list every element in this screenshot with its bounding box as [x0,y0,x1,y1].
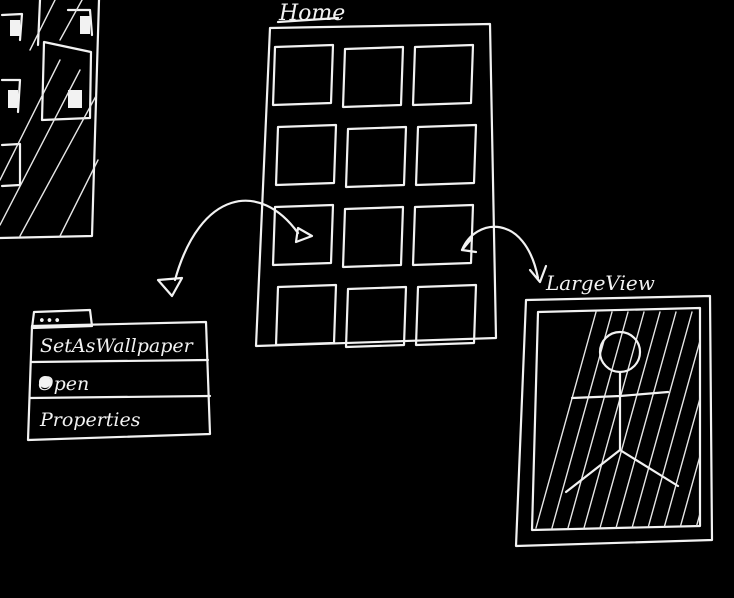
hatch-line [728,312,734,528]
home-tile[interactable] [411,203,475,267]
home-tile[interactable] [414,123,478,187]
menu-item-label: Properties [39,409,141,431]
menu-item-label: Open [38,373,89,395]
hatch-line [551,311,613,529]
menu-item-open[interactable]: Open [38,373,89,395]
partial-screen-left [0,0,101,240]
hatch-line [631,311,693,529]
hatch-line [615,311,677,529]
partial-screen-tiles [0,8,94,188]
home-tile[interactable] [341,205,405,269]
partial-screen-hatching [0,0,99,237]
home-tile[interactable] [344,285,408,349]
large-view-hatching [535,311,734,529]
home-arrow-left-tile [294,226,314,244]
home-tile[interactable] [414,283,478,347]
menu-item-label: SetAsWallpaper [40,335,195,357]
large-view-title: LargeView [545,271,655,295]
home-tile[interactable] [341,45,405,109]
hatch-line [583,311,645,529]
hatch-line [535,311,597,529]
context-menu: ••• SetAsWallpaper Open Properties [26,308,212,442]
transition-arrow-to-largeview [460,225,548,284]
home-tile-grid [271,43,478,349]
hatch-line [647,311,700,529]
home-tile[interactable] [271,203,335,267]
menu-item-set-as-wallpaper[interactable]: SetAsWallpaper [40,335,195,357]
hatch-line [599,311,661,529]
large-view-screen: LargeView [514,271,734,548]
home-tile[interactable] [411,43,475,107]
home-tile[interactable] [344,125,408,189]
home-tile[interactable] [274,283,338,347]
home-tile[interactable] [274,123,338,187]
transition-arrow-to-menu [156,199,300,298]
hatch-line [712,312,734,528]
hatch-line [567,311,629,529]
hatch-line [695,311,700,529]
stick-figure-image [564,330,680,494]
home-tile[interactable] [271,43,335,107]
home-screen: Home [254,1,498,349]
menu-item-properties[interactable]: Properties [39,409,141,431]
hatch-line [679,311,700,529]
hatch-line [663,311,700,529]
